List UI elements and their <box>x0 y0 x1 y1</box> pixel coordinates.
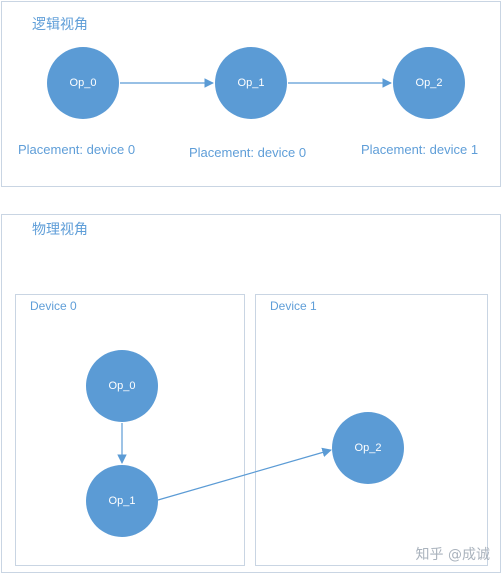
logical-node-op2: Op_2 <box>393 47 465 119</box>
logical-placement-op1: Placement: device 0 <box>189 145 307 160</box>
physical-node-op0: Op_0 <box>86 350 158 422</box>
physical-node-op1: Op_1 <box>86 465 158 537</box>
device-box-0: Device 0 <box>15 294 245 566</box>
physical-view-title: 物理视角 <box>32 222 88 238</box>
physical-node-op2: Op_2 <box>332 412 404 484</box>
logical-view-title: 逻辑视角 <box>32 17 88 33</box>
physical-view-panel: 物理视角 <box>1 214 501 573</box>
logical-placement-op2: Placement: device 1 <box>361 142 479 157</box>
device-title-1: Device 1 <box>270 299 317 313</box>
logical-node-op1: Op_1 <box>215 47 287 119</box>
device-box-1: Device 1 <box>255 294 488 566</box>
logical-placement-op0: Placement: device 0 <box>18 142 136 157</box>
device-title-0: Device 0 <box>30 299 77 313</box>
logical-node-op0: Op_0 <box>47 47 119 119</box>
watermark: 知乎 @成诚 <box>415 547 490 563</box>
